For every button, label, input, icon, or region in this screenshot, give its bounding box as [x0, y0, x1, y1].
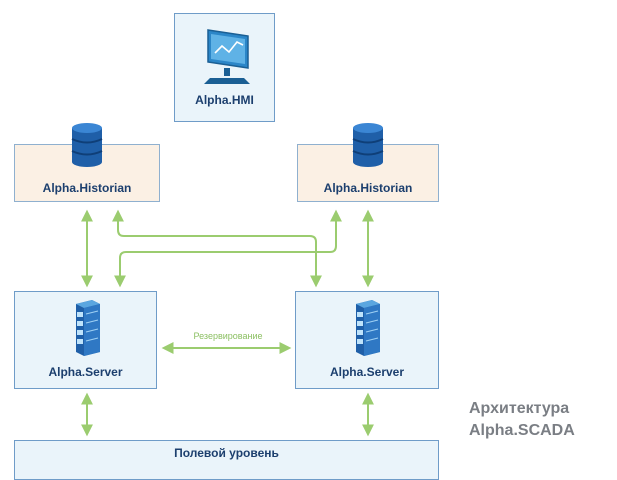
database-icon — [352, 123, 384, 167]
caption-line-2: Alpha.SCADA — [469, 422, 575, 439]
server-right-node: Alpha.Server — [295, 291, 439, 389]
connector-lines — [81, 209, 374, 437]
caption-line-1: Архитектура — [469, 400, 570, 417]
hmi-node: Alpha.HMI — [174, 13, 275, 122]
server-left-label: Alpha.Server — [48, 365, 123, 379]
monitor-icon — [204, 29, 250, 84]
field-level-node: Полевой уровень — [14, 440, 439, 480]
link-historian-right-server-left — [114, 209, 342, 288]
server-rack-icon — [356, 300, 380, 356]
database-icon — [71, 123, 103, 167]
redundancy-label: Резервирование — [170, 331, 286, 341]
hmi-label: Alpha.HMI — [195, 93, 254, 107]
diagram-caption: Архитектура Alpha.SCADA — [469, 398, 575, 442]
historian-left-label: Alpha.Historian — [42, 181, 132, 195]
server-right-label: Alpha.Server — [329, 365, 405, 379]
link-historian-left-server-right — [112, 209, 322, 288]
field-level-label: Полевой уровень — [174, 446, 279, 460]
historian-right-label: Alpha.Historian — [323, 181, 413, 195]
server-rack-icon — [76, 300, 100, 356]
server-left-node: Alpha.Server — [14, 291, 157, 389]
